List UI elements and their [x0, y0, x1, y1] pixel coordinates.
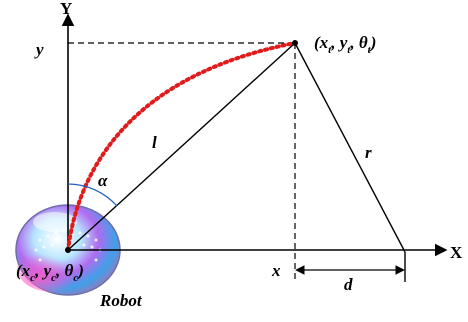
r-line [294, 42, 406, 253]
l-line [67, 42, 296, 251]
r-label: r [365, 143, 372, 162]
y-axis-label: Y [60, 0, 72, 18]
robot-label: Robot [99, 291, 143, 310]
x-axis-label: X [450, 243, 463, 262]
d-label: d [344, 275, 353, 294]
alpha-label: α [98, 171, 108, 190]
x-value-label: x [271, 261, 281, 280]
trajectory-arc [66, 41, 297, 252]
target-pose-label: (xt, yt, θt) [314, 33, 376, 56]
target-point [292, 40, 298, 46]
alpha-arc [67, 183, 118, 207]
l-label: l [152, 133, 157, 152]
y-value-label: y [34, 40, 44, 59]
origin-point [65, 247, 71, 253]
